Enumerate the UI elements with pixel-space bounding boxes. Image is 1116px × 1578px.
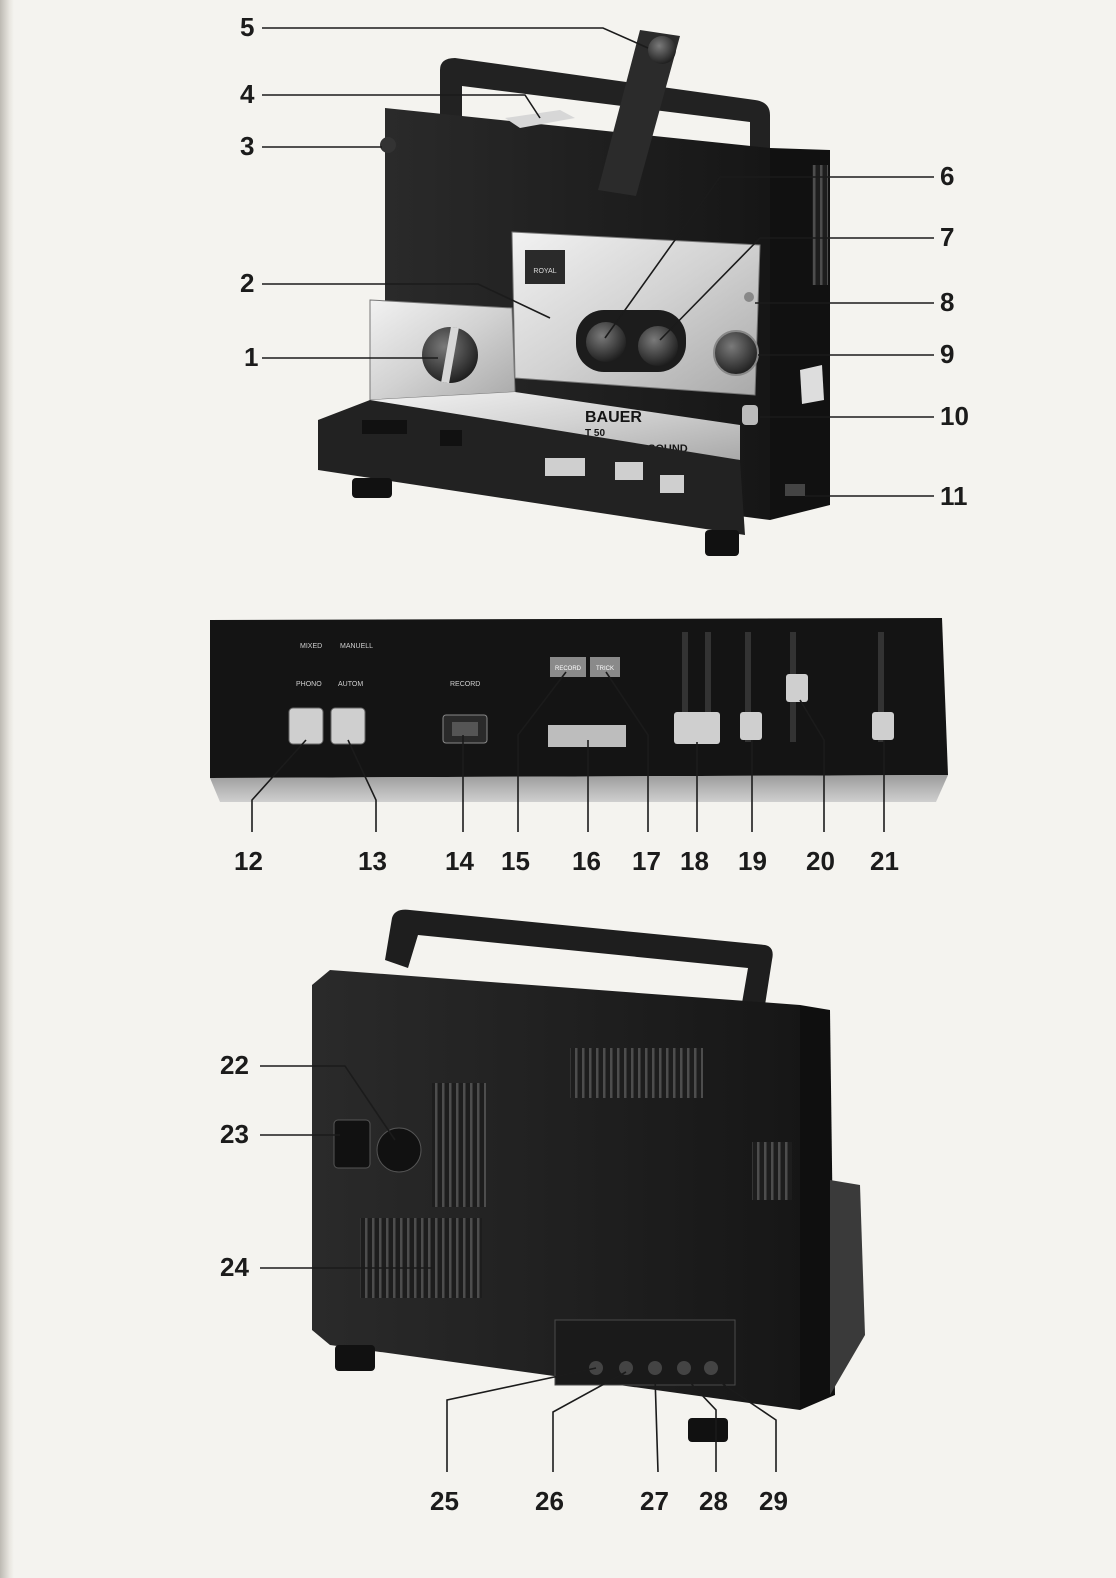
side-socket [785,484,805,496]
callout-8: 8 [940,287,954,317]
rear-grille-middle [432,1083,486,1207]
projector-front-view: ROYAL BAUER T 50 SOUND [318,30,830,556]
level-meter [548,725,626,747]
autom-manuell-button [331,708,365,744]
callout-18: 18 [680,846,709,876]
base-switch [362,420,407,434]
rear-body-side [800,1005,835,1410]
record-lamp-label: RECORD [555,666,582,672]
callout-28: 28 [699,1486,728,1516]
callout-5: 5 [240,12,254,42]
slider-21 [872,712,894,740]
callout-26: 26 [535,1486,564,1516]
label-record: RECORD [450,681,480,688]
foot-left [352,478,392,498]
callout-15: 15 [501,846,530,876]
callout-9: 9 [940,339,954,369]
leader-5 [262,28,648,48]
rear-grille-top [570,1048,703,1098]
royal-badge-label: ROYAL [533,268,556,275]
brand-name: BAUER [585,409,642,426]
voltage-selector [377,1128,421,1172]
callout-6: 6 [940,161,954,191]
rear-grille-bottom [360,1218,482,1298]
jack-mic-2 [704,1361,718,1375]
side-switch [742,405,758,425]
control-panel-face [210,618,948,778]
rear-jack-panel [555,1320,735,1385]
jack-mic-1 [677,1361,691,1375]
volume-knob-right [638,326,678,366]
label-mixed: MIXED [300,643,322,650]
control-panel-view: MIXED MANUELL PHONO AUTOM RECORD RECORD … [210,618,948,802]
callout-10: 10 [940,401,969,431]
base-slider-2 [615,462,643,480]
royal-badge [525,250,565,284]
callout-27: 27 [640,1486,669,1516]
callout-4: 4 [240,79,255,109]
power-socket [334,1120,370,1168]
callout-3: 3 [240,131,254,161]
frame-knob [380,137,396,153]
jack-sync [648,1361,662,1375]
slider-18 [674,712,720,744]
slider-19 [740,712,762,740]
slider-20 [786,674,808,702]
callout-7: 7 [940,222,954,252]
callout-17: 17 [632,846,661,876]
leader-26 [553,1372,626,1472]
rear-foot-right [688,1418,728,1442]
volume-knob-left [586,322,626,362]
phono-mixed-button [289,708,323,744]
callout-11: 11 [940,481,968,511]
label-manuell: MANUELL [340,643,373,650]
reel-arm-hub [648,36,676,64]
callout-1: 1 [244,342,258,372]
callout-25: 25 [430,1486,459,1516]
focus-knob [714,331,758,375]
rear-foot-left [335,1345,375,1371]
callout-19: 19 [738,846,767,876]
callout-21: 21 [870,846,899,876]
callout-2: 2 [240,268,254,298]
callout-16: 16 [572,846,601,876]
label-autom: AUTOM [338,681,363,688]
rear-side-tray [830,1180,865,1395]
callout-20: 20 [806,846,835,876]
trick-lamp-label: TRICK [596,666,614,672]
callout-23: 23 [220,1119,249,1149]
base-slider-1 [545,458,585,476]
rear-grille-side [752,1142,792,1200]
control-panel-edge [210,775,948,802]
callout-29: 29 [759,1486,788,1516]
callout-22: 22 [220,1050,249,1080]
side-badge [800,365,824,404]
side-button [744,292,754,302]
record-button-inner [452,722,478,736]
callout-14: 14 [445,846,474,876]
projector-rear-view [312,910,865,1442]
base-record-button [440,430,462,446]
callout-24: 24 [220,1252,249,1282]
callout-13: 13 [358,846,387,876]
foot-right [705,530,739,556]
side-grille [812,165,828,285]
callout-12: 12 [234,846,263,876]
base-slider-3 [660,475,684,493]
label-phono: PHONO [296,681,322,688]
leader-27 [655,1376,658,1472]
